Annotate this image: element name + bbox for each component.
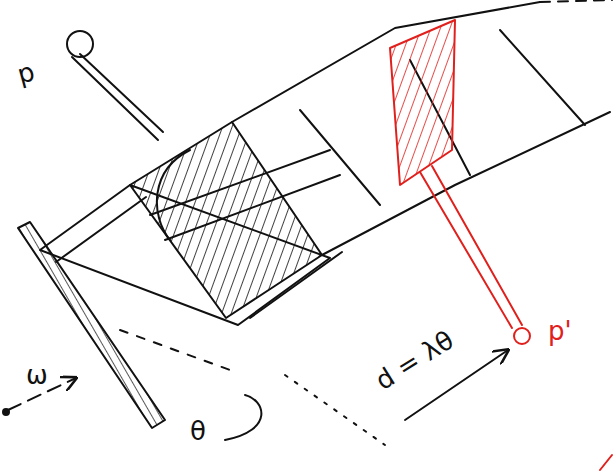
source-stick [72,54,163,140]
bracket-curve [157,150,262,440]
axis-dashed [120,330,230,370]
image-circle [514,328,530,344]
sketch-label: θ [190,418,206,444]
body-top-edge [232,2,540,122]
sketch-label: p [15,58,38,87]
sketch-label: p' [548,318,572,344]
screen-plate [18,222,165,428]
band-lines [150,150,340,240]
axis-dotted [285,375,385,445]
sketch-label: ω [26,362,48,388]
image-stick [420,166,522,328]
sketch-label: d = λθ [371,326,458,394]
cone-tip [540,0,612,2]
red-tick [600,455,612,470]
body-bottom-edge [322,112,610,255]
image-band [390,20,455,185]
